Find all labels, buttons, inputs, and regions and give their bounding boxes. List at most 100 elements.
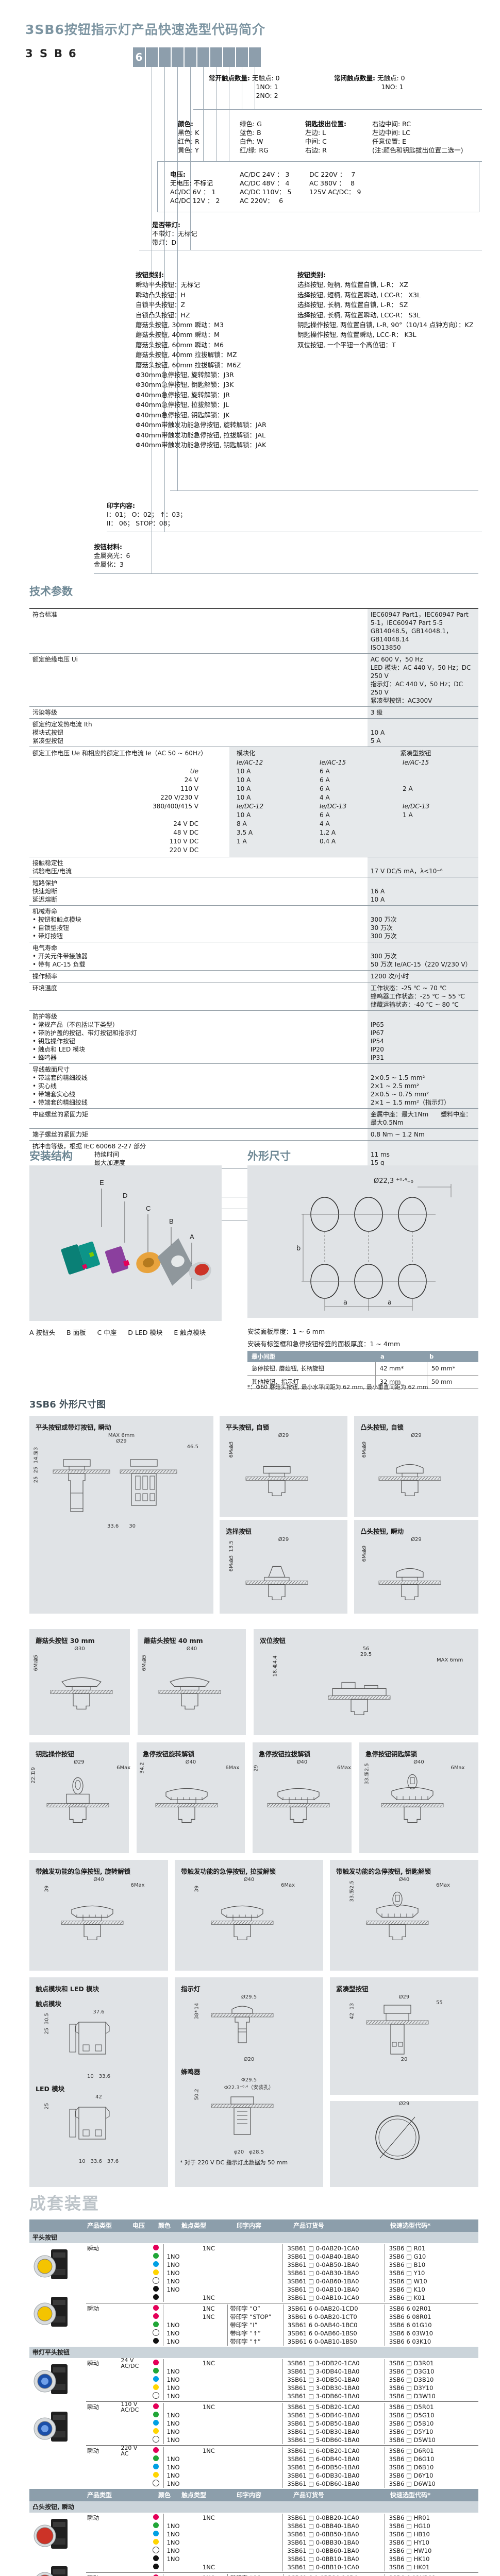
order-number-cell: 3SB61 □ 6-0DB20-1CA0 (282, 2447, 384, 2455)
quick-code-cell: 3SB6 □ D5Y10 (384, 2428, 478, 2436)
product-photo-dome-red (34, 2519, 68, 2549)
tech-label: 短路保护 快速熔断 延迟熔断 (32, 879, 58, 903)
color-dot-yellow (153, 2269, 159, 2275)
header-cell: 触点类型 (181, 2222, 207, 2229)
type-cell: 瞬动 (86, 2574, 121, 2576)
spacing-header-cell: 最小间距 (252, 1353, 275, 1360)
dim-drawing (54, 1883, 131, 1944)
order-number-cell: 3SB61 □ 5-0DB30-1BA0 (282, 2428, 384, 2436)
dim-label: 39 (194, 1885, 200, 1892)
tech-title: 技术参数 (29, 585, 73, 598)
product-photo-illum-blue (34, 2412, 68, 2442)
dim-label-top: 42 (95, 2094, 102, 2100)
photo-cell (34, 2361, 71, 2402)
dim-label-bottom: φ20 φ28.5 (234, 2149, 264, 2155)
dot-cell (149, 2522, 163, 2530)
header-cell: 产品订货号 (293, 2222, 325, 2229)
dim-panel-title: 带触发功能的急停按钮, 旋转解锁 (36, 1868, 131, 1875)
dot-cell (149, 2360, 163, 2367)
section-band: 带灯平头按钮 (29, 2347, 478, 2358)
no-cell (163, 2403, 203, 2411)
svg-text:b: b (296, 1245, 301, 1252)
print-cell: 带印字 “I” (227, 2321, 283, 2329)
dim-label-top: Ø29 (116, 1438, 127, 1444)
tech-label: 防护等级 • 常规产品（不包括以下类型） • 带防护盖的按钮、带灯按钮和指示灯 … (32, 1013, 137, 1061)
dim-label: 6Max (436, 1883, 451, 1888)
dim-label-top: Φ22.3⁺⁰·⁴（安装孔） (224, 2085, 274, 2091)
no-cell (163, 2514, 203, 2522)
tech-row: 抗冲击等级，根据 IEC 60068 2-27 部分 持续时间 最大加速度 11… (29, 1141, 478, 1169)
quick-code-cell: 3SB6 □ K01 (384, 2294, 478, 2302)
order-number-cell: 3SB61 □ 3-0DB50-1BA0 (282, 2376, 384, 2384)
dim-label: 29 (253, 1765, 259, 1772)
legend-item: D LED 模块 (128, 1329, 163, 1336)
ue-cell: 10 A (237, 811, 251, 819)
dot-cell (149, 2480, 163, 2488)
ue-cell: 2 A (403, 785, 413, 792)
tech-value: 0.8 Nm ~ 1.2 Nm (367, 1129, 478, 1140)
tech-label: 额定约定发热电流 Ith 模块式按钮 紧凑型按钮 (32, 721, 92, 744)
order-number-cell: 3SB61 6 0-0AB60-1BS0 (282, 2329, 385, 2337)
code-box (197, 47, 209, 67)
dim-drawing (148, 1765, 225, 1827)
ue-cell: Ie/DC-13 (403, 803, 430, 810)
tech-row: 电气寿命 • 开关元件带接触器 • 带有 AC-15 负载 300 万次 50 … (29, 942, 478, 971)
ue-volt: 110 V (180, 785, 198, 792)
tech-value: 2×0.5 ~ 1.5 mm² 2×1 ~ 2.5 mm² 2×0.5 ~ 0.… (367, 1064, 478, 1108)
print-cell (227, 2277, 282, 2285)
header-cell: 印字内容 (237, 2492, 262, 2499)
no-cell: 1NO (163, 2436, 203, 2444)
dim-label: 55 (436, 2000, 443, 2006)
print-cell: 带印字 “STOP” (227, 2313, 283, 2321)
color-dot-green (153, 2321, 159, 2327)
print-cell (227, 2428, 282, 2436)
color-dot-yellow (153, 2472, 159, 2478)
dim-right-labels: 6Max (225, 1765, 245, 1771)
ue-volt: 380/400/415 V (153, 803, 198, 810)
quick-code-cell: 3SB6 □ D6Y10 (384, 2471, 478, 2480)
spacing-footnote: *：Φ60 蘑菇头按钮, 最小水平间距为 62 mm, 最小垂直间距为 62 m… (247, 1384, 428, 1391)
quick-code-cell: 3SB6 6 01G10 (384, 2321, 478, 2329)
dim-label-top: Ø29 (398, 1994, 410, 2000)
order-number-cell: 3SB61 6 0-0BB20-1CD0 (282, 2574, 385, 2576)
code-box (172, 47, 184, 67)
print-cell: 带印字 “O” (227, 2304, 283, 2313)
tech-value: 1200 次/小时 (367, 971, 478, 982)
dim-label-top: 29.5 (360, 1652, 372, 1657)
dim-label-top: Ø40 (243, 1877, 255, 1883)
photo-cell (34, 2516, 71, 2557)
dot-cell (149, 2472, 163, 2479)
spacing-header-cell: a (380, 1353, 385, 1360)
color-dot-blue (153, 2464, 159, 2469)
catalog-header-bar: 产品类型电压颜色触点类型印字内容产品订货号快速选型代码* (29, 2219, 478, 2232)
no-cell: 1NO (163, 2411, 203, 2419)
color-dot-green (153, 2412, 159, 2417)
tech-label: 中座螺丝的紧固力矩 (32, 1111, 89, 1118)
dim-panel: Ø29 (330, 2101, 478, 2187)
quick-code-cell: 3SB6 □ R01 (384, 2244, 478, 2252)
dim-panel-title: 带触发功能的急停按钮, 钥匙解锁 (336, 1868, 431, 1875)
dim-right-labels: 6Max (131, 1883, 158, 1888)
dim-label: 25 (33, 1476, 39, 1483)
dim-drawing (238, 1438, 315, 1500)
dim-label-top: MAX 6mm (108, 1433, 135, 1438)
